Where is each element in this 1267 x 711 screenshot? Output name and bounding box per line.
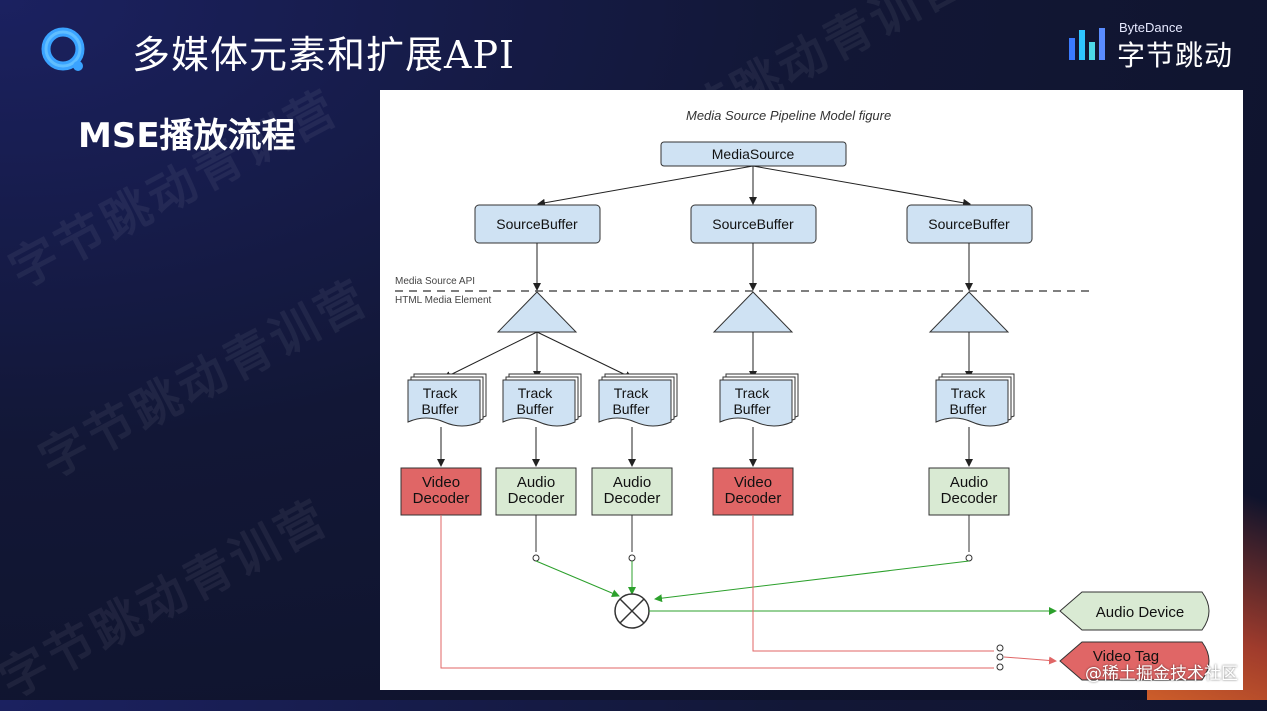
track-buffer-label: Track <box>423 385 458 401</box>
credit-text: @稀土掘金技术社区 <box>1085 664 1238 684</box>
track-buffer-label: Buffer <box>733 401 770 417</box>
brand-english: ByteDance <box>1119 20 1183 35</box>
bytedance-brand: ByteDance 字节跳动 <box>1065 20 1235 72</box>
audio-decoder-label: Decoder <box>508 490 565 507</box>
video-decoder-label: Video <box>422 474 460 491</box>
video-tag-node: Video Tag <box>1059 641 1210 681</box>
slide-title: 多媒体元素和扩展API <box>132 33 516 77</box>
video-decoder-node: Video Decoder <box>712 467 794 516</box>
figure-caption: Media Source Pipeline Model figure <box>686 108 891 123</box>
pipeline-figure: Media Source Pipeline Model figure Media… <box>380 90 1243 690</box>
track-buffer-label: Buffer <box>612 401 649 417</box>
audio-decoder-node: Audio Decoder <box>591 467 673 516</box>
track-buffer-label: Buffer <box>516 401 553 417</box>
bytedance-logo-icon <box>1069 28 1105 60</box>
demux-triangle <box>928 291 1010 333</box>
boundary-lower-label: HTML Media Element <box>395 295 492 306</box>
video-decoder-label: Video <box>734 474 772 491</box>
audio-decoder-node: Audio Decoder <box>495 467 577 516</box>
source-buffer-node: SourceBuffer <box>474 204 601 244</box>
video-tag-label: Video Tag <box>1093 648 1159 665</box>
app-logo-icon <box>41 27 85 71</box>
demux-triangle <box>712 291 794 333</box>
audio-decoder-label: Audio <box>517 474 555 491</box>
brand-chinese: 字节跳动 <box>1117 39 1234 72</box>
video-routing <box>440 515 1057 671</box>
audio-device-node: Audio Device <box>1059 591 1210 631</box>
audio-decoder-label: Audio <box>613 474 651 491</box>
track-buffer-label: Track <box>614 385 649 401</box>
watermark: 字节跳动青训营 <box>0 79 349 300</box>
watermark: 字节跳动青训营 <box>0 489 339 710</box>
media-source-node: MediaSource <box>660 141 847 167</box>
source-buffer-node: SourceBuffer <box>690 204 817 244</box>
track-buffer-node: Track Buffer <box>598 373 678 427</box>
audio-routing <box>532 515 973 603</box>
video-decoder-label: Decoder <box>725 490 782 507</box>
watermark: 字节跳动青训营 <box>30 269 379 490</box>
source-buffer-label: SourceBuffer <box>928 216 1010 232</box>
source-buffer-label: SourceBuffer <box>496 216 578 232</box>
track-buffer-label: Track <box>951 385 986 401</box>
pipeline-diagram: Media Source Pipeline Model figure Media… <box>395 108 1210 681</box>
track-buffer-label: Buffer <box>949 401 986 417</box>
video-decoder-label: Decoder <box>413 490 470 507</box>
media-source-label: MediaSource <box>712 146 795 162</box>
audio-decoder-node: Audio Decoder <box>928 467 1010 516</box>
audio-decoder-label: Decoder <box>604 490 661 507</box>
demux-triangle <box>496 291 578 333</box>
audio-decoder-label: Decoder <box>941 490 998 507</box>
audio-mixer-icon <box>614 593 650 629</box>
track-buffer-label: Track <box>518 385 553 401</box>
track-buffer-node: Track Buffer <box>407 373 487 427</box>
source-buffer-node: SourceBuffer <box>906 204 1033 244</box>
track-buffer-node: Track Buffer <box>719 373 799 427</box>
track-buffer-label: Track <box>735 385 770 401</box>
source-buffer-label: SourceBuffer <box>712 216 794 232</box>
track-buffer-node: Track Buffer <box>502 373 582 427</box>
boundary-upper-label: Media Source API <box>395 276 475 287</box>
audio-decoder-label: Audio <box>950 474 988 491</box>
audio-device-label: Audio Device <box>1096 604 1184 621</box>
track-buffer-node: Track Buffer <box>935 373 1015 427</box>
track-buffer-label: Buffer <box>421 401 458 417</box>
video-decoder-node: Video Decoder <box>400 467 482 516</box>
slide-subtitle: MSE播放流程 <box>78 116 296 156</box>
